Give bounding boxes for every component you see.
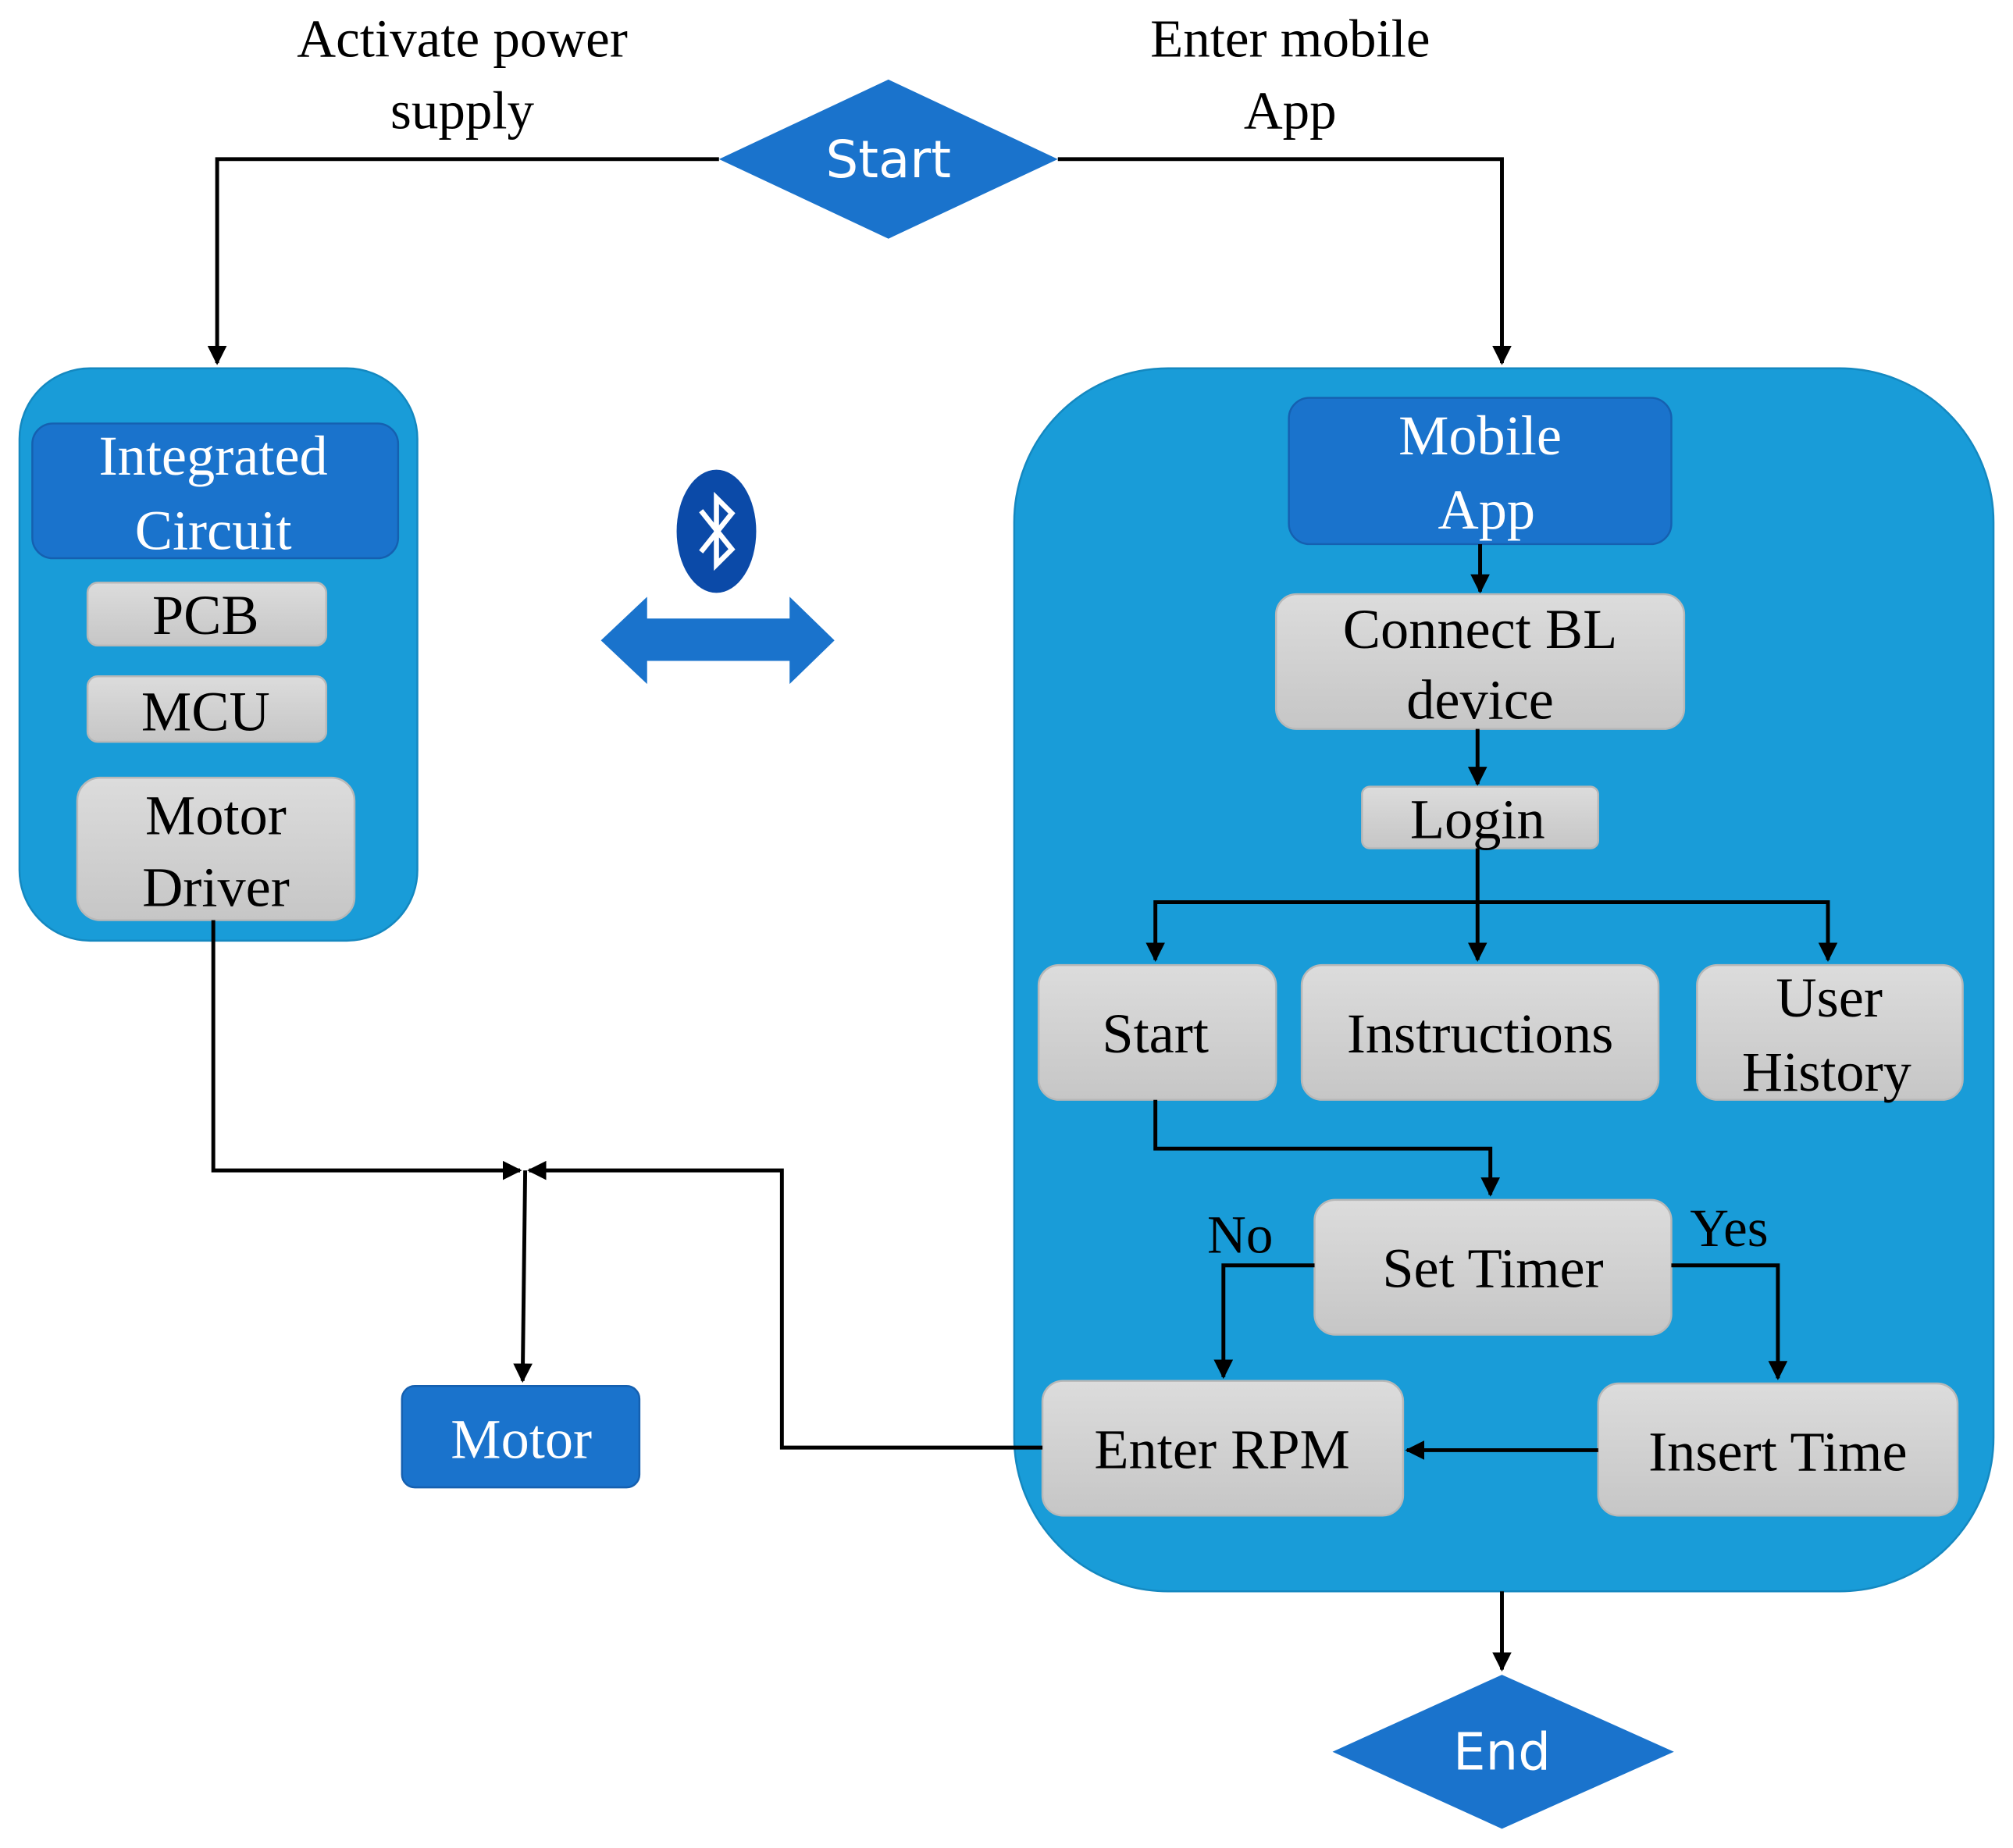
ic-label-2: Circuit [135,500,292,562]
start-label: Start [825,130,951,190]
enter-app-label-2: App [1244,80,1337,140]
connector-login-history [1477,900,1838,962]
connect-bl-box [1274,593,1686,730]
motor-label: Motor [451,1408,592,1470]
connector-rpm-motor [527,1160,1043,1450]
bluetooth-icon [676,469,757,593]
login-label: Login [1410,788,1545,850]
connector-driver-motor [211,920,522,1180]
end-label: End [1453,1722,1551,1782]
enter-app-label: Enter mobile [1150,8,1430,68]
insert-time-label: Insert Time [1648,1421,1907,1483]
pcb-label: PCB [152,584,259,646]
yes-label: Yes [1690,1198,1768,1258]
instructions-label: Instructions [1347,1002,1613,1065]
activate-label: Activate power [297,8,628,68]
user-history-label-2: History [1742,1041,1911,1103]
connector-login-start [1145,900,1478,962]
motor-box [401,1385,641,1489]
connector-yes [1671,1263,1788,1380]
instructions-box [1300,963,1660,1101]
set-timer-label: Set Timer [1382,1237,1603,1300]
user-history-box [1696,963,1964,1101]
connector-start-ic [207,157,719,365]
pcb-box [86,582,328,647]
connector-no [1213,1263,1315,1380]
enter-rpm-label: Enter RPM [1094,1418,1349,1480]
activate-label-2: supply [390,80,535,140]
login-box [1361,785,1600,849]
motor-driver-label: Motor [145,784,287,846]
connector-start-app [1057,157,1512,365]
motor-driver-label-2: Driver [142,856,290,918]
connector-to-motor [513,1170,533,1383]
motor-driver-box [76,776,356,921]
mobile-app-label: Mobile [1398,404,1562,467]
mobile-app-label-2: App [1438,479,1535,541]
mcu-label: MCU [141,680,270,742]
no-label: No [1207,1204,1273,1264]
mcu-box [86,675,328,743]
connect-bl-label: Connect BL [1343,598,1617,661]
double-arrow-icon [600,596,835,685]
ic-label: Integrated [99,425,328,487]
start-node: Start [718,79,1058,239]
connector-start-timer [1153,1099,1501,1197]
connect-bl-label-2: device [1406,669,1554,732]
app-start-label: Start [1102,1002,1209,1065]
end-node: End [1332,1675,1674,1829]
integrated-circuit-box [31,422,400,560]
user-history-label: User [1776,967,1883,1029]
